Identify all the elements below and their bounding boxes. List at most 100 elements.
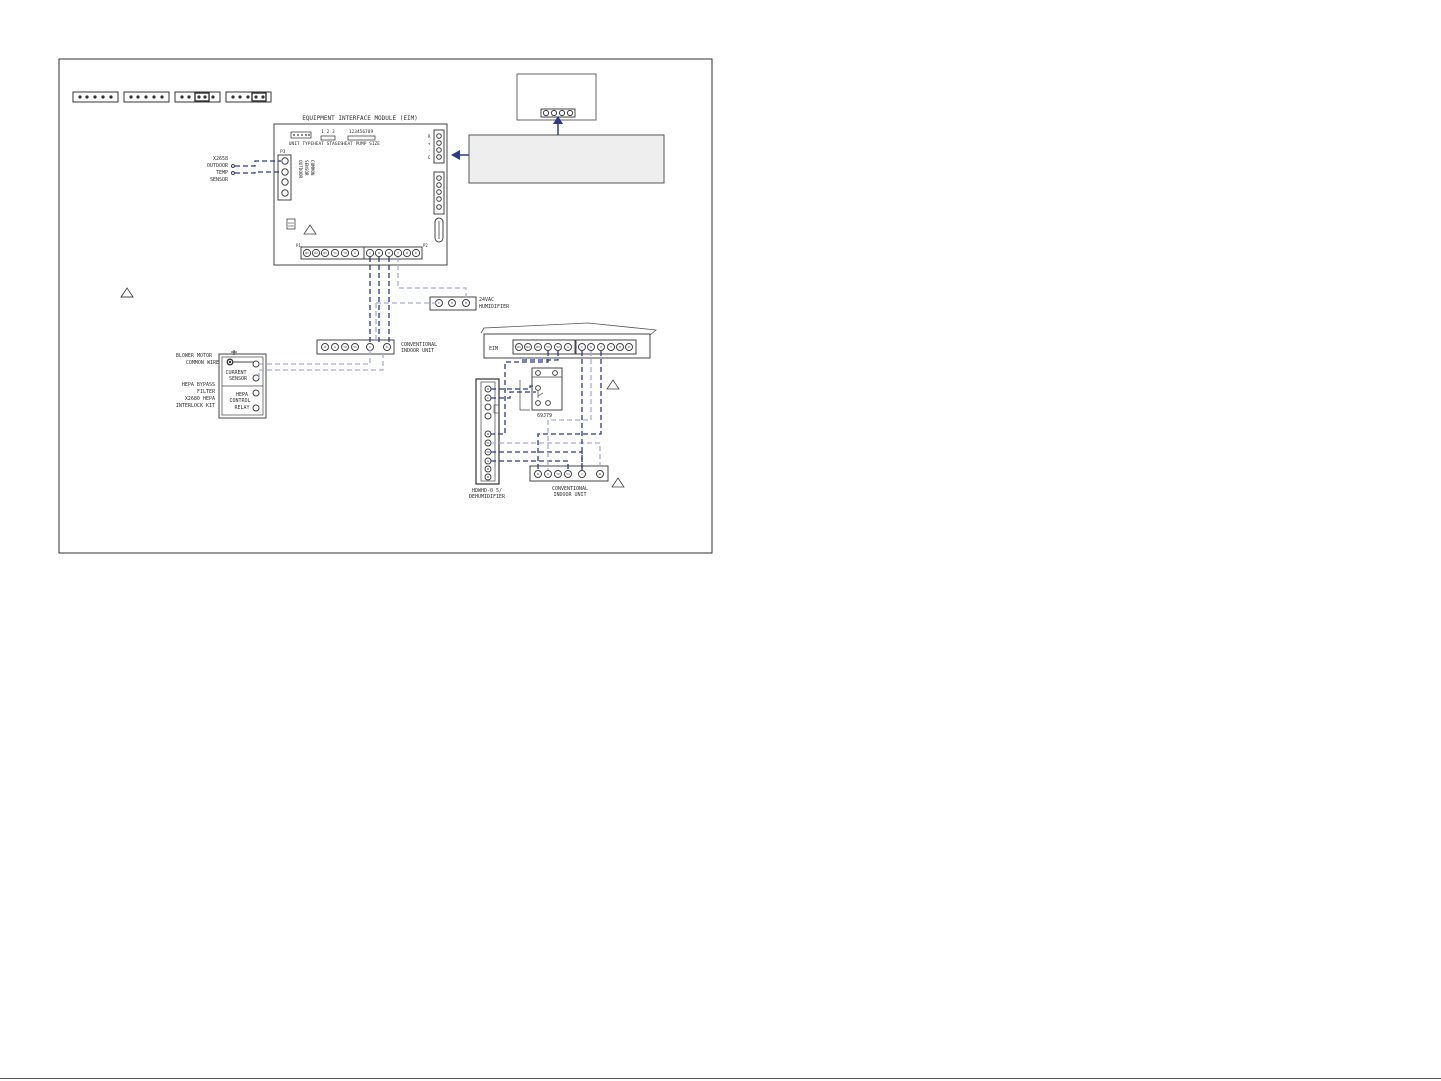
hepa-box-control: CONTROL — [229, 398, 250, 404]
humidifier-label-name: HUMIDIFIER — [479, 304, 510, 310]
hepa-label-kit-model: X2680 HEPA — [185, 396, 215, 402]
conv1-terminal-r: R — [386, 345, 388, 349]
conv2-terminal-y1: Y1 — [566, 472, 570, 476]
eim-terminal-w1: W1 — [305, 251, 309, 255]
eim-terminal-y: Y — [397, 251, 399, 255]
eim-small-terminal-d: D — [628, 345, 630, 349]
dehum-label-model: HDWHD-0 5/ — [472, 488, 502, 494]
sensor-label-model: X2658 — [213, 156, 228, 162]
sensor-label-temp: TEMP — [216, 170, 228, 176]
conventional-indoor-unit-1: W G Y2 Y1 C R CONVENTIONAL INDOOR UNIT — [316, 339, 437, 355]
hepa-box-relay: RELAY — [234, 405, 249, 411]
wires-eim-upper — [369, 257, 467, 343]
humidifier-label-voltage: 24VAC — [479, 297, 494, 303]
p1-label: P1 — [296, 243, 301, 248]
conventional-indoor-unit-2: W G Y2 Y1 C R CONVENTIONAL INDOOR UNIT — [529, 465, 609, 498]
heat-pump-size-label: HEAT PUMP SIZE — [342, 141, 380, 147]
eim-small-terminal-w2: W2 — [526, 345, 530, 349]
conv2-terminal-c: C — [581, 472, 583, 476]
dehum-label-name: DEHUMIDIFIER — [469, 494, 506, 500]
sensor-label-outdoor: OUTDOOR — [207, 163, 229, 169]
conv2-label-line1: CONVENTIONAL — [552, 486, 588, 492]
eim-small-terminal-w1: W1 — [517, 345, 521, 349]
hepa-label-bypass: HEPA BYPASS — [182, 382, 215, 388]
humidifier-terminal-h2: H — [465, 301, 467, 305]
eim-terminal-r: R — [378, 251, 380, 255]
eim-terminal-g: G — [354, 251, 356, 255]
dehum-terminal-6: Y1 — [486, 441, 490, 445]
hepa-box-current: CURRENT — [225, 370, 246, 376]
dehum-terminal-10: R — [487, 475, 489, 479]
outdoor-temp-sensor: X2658 OUTDOOR TEMP SENSOR — [207, 156, 281, 183]
sensor-side-common: COMMON — [309, 160, 315, 176]
eim-small-terminal-y2: Y2 — [556, 345, 560, 349]
hepa-interlock: BLOWER MOTOR COMMON WIRE HEPA BYPASS FIL… — [176, 348, 384, 419]
sensor-side-outdoor: OUTDOOR — [297, 160, 303, 179]
right-block-minus: - — [428, 148, 430, 153]
eim-title: EQUIPMENT INTERFACE MODULE (EIM) — [302, 115, 418, 122]
right-block-c: C — [428, 155, 431, 160]
eim-small-terminal-b: B — [619, 345, 621, 349]
conv1-terminal-y1: Y1 — [353, 345, 357, 349]
dehum-terminal-8: G — [487, 459, 489, 463]
page-bottom-rule — [0, 1078, 1441, 1079]
heat-pump-size-numbers: 123456789 — [349, 129, 374, 135]
eim-terminal-w3: W3 — [323, 251, 327, 255]
note-warning-icon — [120, 287, 134, 298]
eim-small-terminal-o: O — [600, 345, 602, 349]
humidifier-terminal-h1: H — [451, 301, 453, 305]
conv1-label-line1: CONVENTIONAL — [401, 342, 437, 348]
eim-terminal-d: D — [415, 251, 417, 255]
p2-label: P2 — [423, 243, 428, 248]
warning-icon-relay — [606, 379, 620, 390]
eim-small-label: EIM — [489, 346, 498, 352]
thermostat-box — [516, 73, 597, 135]
unit-type-label: UNIT TYPE — [289, 141, 314, 147]
dehum-terminal-7: Y2 — [486, 450, 490, 454]
heat-stages-label: HEAT STAGES — [313, 141, 343, 147]
relay-label: 69J79 — [537, 413, 552, 419]
eim-terminal-y2: Y2 — [343, 251, 347, 255]
relay-69j79: 69J79 — [519, 367, 563, 419]
eim-small-terminal-w3: W3 — [536, 345, 540, 349]
p3-label: P3 — [280, 149, 286, 155]
sensor-label-sensor: SENSOR — [210, 177, 229, 183]
hepa-label-blower: BLOWER MOTOR — [176, 353, 213, 359]
eim-module: EQUIPMENT INTERFACE MODULE (EIM) UNIT TY… — [273, 115, 448, 266]
wires-dehumidifier — [491, 351, 602, 470]
hepa-label-common: COMMON WIRE — [186, 360, 219, 366]
conv1-label-line2: INDOOR UNIT — [401, 348, 434, 354]
eim-terminal-y1: Y1 — [333, 251, 337, 255]
conv2-terminal-w: W — [537, 472, 539, 476]
right-block-plus: + — [428, 141, 431, 146]
hepa-box-sensor: SENSOR — [229, 376, 248, 382]
diagram-frame — [58, 58, 713, 554]
conv1-terminal-c: C — [369, 345, 371, 349]
sensor-side-sensor: SENSOR — [303, 160, 309, 176]
eim-small-terminal-y: Y — [610, 345, 612, 349]
conv2-terminal-g: G — [547, 472, 549, 476]
eim-terminal-c: C — [369, 251, 371, 255]
humidifier-terminal-c: C — [438, 301, 440, 305]
jumper-strips — [72, 91, 272, 103]
dehum-terminal-2: C — [487, 396, 489, 400]
dehumidifier: R C W Y1 Y2 G W R HDWHD-0 5/ DEHUMIDIFIE… — [469, 378, 506, 500]
conv1-terminal-g: G — [334, 345, 336, 349]
eim-small-terminal-r: R — [590, 345, 592, 349]
eim-small-terminal-y1: Y1 — [546, 345, 550, 349]
dehum-terminal-5: W — [487, 432, 489, 436]
right-block-r: R — [428, 134, 431, 139]
eim-small-terminal-g: G — [567, 345, 569, 349]
callout-box — [468, 134, 665, 184]
conv2-label-line2: INDOOR UNIT — [553, 492, 586, 498]
eim-small-terminal-c: C — [581, 345, 583, 349]
eim-terminal-b: B — [406, 251, 408, 255]
eim-strip-small: EIM W1 W2 W3 Y1 Y2 G C R O Y B D — [480, 322, 657, 359]
conv2-terminal-r: R — [599, 472, 601, 476]
callout-arrow — [451, 150, 469, 160]
humidifier: C H H 24VAC HUMIDIFIER — [429, 296, 510, 311]
eim-terminal-w2: W2 — [314, 251, 318, 255]
hepa-box-hepa: HEPA — [236, 392, 248, 398]
hepa-label-interlock: INTERLOCK KIT — [176, 403, 215, 409]
